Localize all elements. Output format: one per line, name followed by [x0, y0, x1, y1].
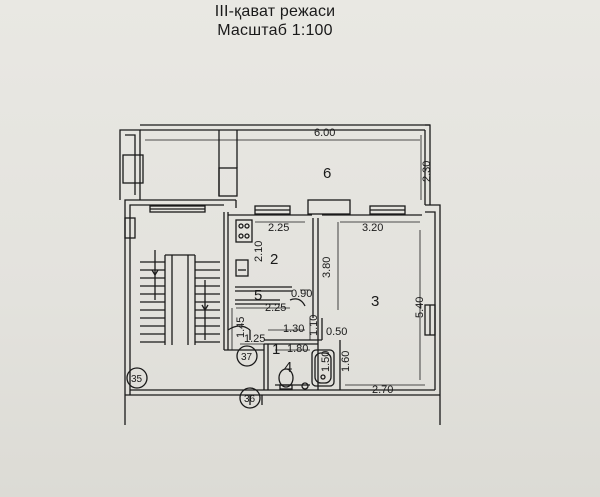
- dim-1-25: 1.25: [244, 333, 265, 345]
- dim-2-10: 2.10: [253, 241, 265, 262]
- dim-2-30: 2.30: [421, 161, 433, 182]
- dim-1-10: 1.10: [308, 315, 320, 336]
- scale-label: Масштаб 1:100: [217, 22, 333, 39]
- floor-title: III-қават режаси: [214, 3, 336, 20]
- dim-2-70: 2.70: [372, 384, 393, 396]
- room-5-label: 5: [254, 287, 262, 304]
- dim-1-50: 1.50: [320, 351, 332, 372]
- apartment-circle-36: [239, 387, 261, 409]
- apartment-circle-35: [126, 367, 148, 389]
- room-3-label: 3: [371, 293, 379, 310]
- kitchen-fixtures: [235, 219, 253, 277]
- dim-1-60: 1.60: [340, 351, 352, 372]
- room-4-label: 4: [284, 359, 292, 376]
- dim-0-90: 0.90: [291, 288, 312, 300]
- room-1-label: 1: [272, 341, 280, 358]
- dim-1-80: 1.80: [287, 343, 308, 355]
- dim-1-45: 1.45: [235, 317, 247, 338]
- room-6-label: 6: [323, 165, 331, 182]
- dim-0-50: 0.50: [326, 326, 347, 338]
- dim-6-00: 6.00: [314, 127, 335, 139]
- dimension-labels: 6.00 2.30 2.25 3.20 2.10 3.80 0.90 2.25 …: [235, 127, 433, 396]
- dim-5-40: 5.40: [414, 297, 426, 318]
- dimension-lines: [145, 135, 425, 386]
- apartment-circle-37: [236, 345, 258, 367]
- apartment-36-label: 36: [244, 394, 256, 405]
- dim-3-20: 3.20: [362, 222, 383, 234]
- apartment-35-label: 35: [131, 374, 143, 385]
- room-2-label: 2: [270, 251, 278, 268]
- plan-lines: [119, 124, 441, 425]
- doors: [227, 298, 306, 405]
- dim-2-25-kitchen: 2.25: [268, 222, 289, 234]
- apartment-37-label: 37: [241, 352, 253, 363]
- dim-3-80: 3.80: [321, 257, 333, 278]
- dim-2-25-hall: 2.25: [265, 302, 286, 314]
- stairwell: [124, 217, 220, 345]
- balcony-outline: [119, 124, 431, 205]
- dim-1-30: 1.30: [283, 323, 304, 335]
- apartment-labels: 35 36 37: [131, 352, 256, 405]
- room-labels: 6 2 3 5 1 4: [254, 165, 379, 376]
- windows: [149, 199, 436, 336]
- bathroom-fixtures: [275, 349, 335, 390]
